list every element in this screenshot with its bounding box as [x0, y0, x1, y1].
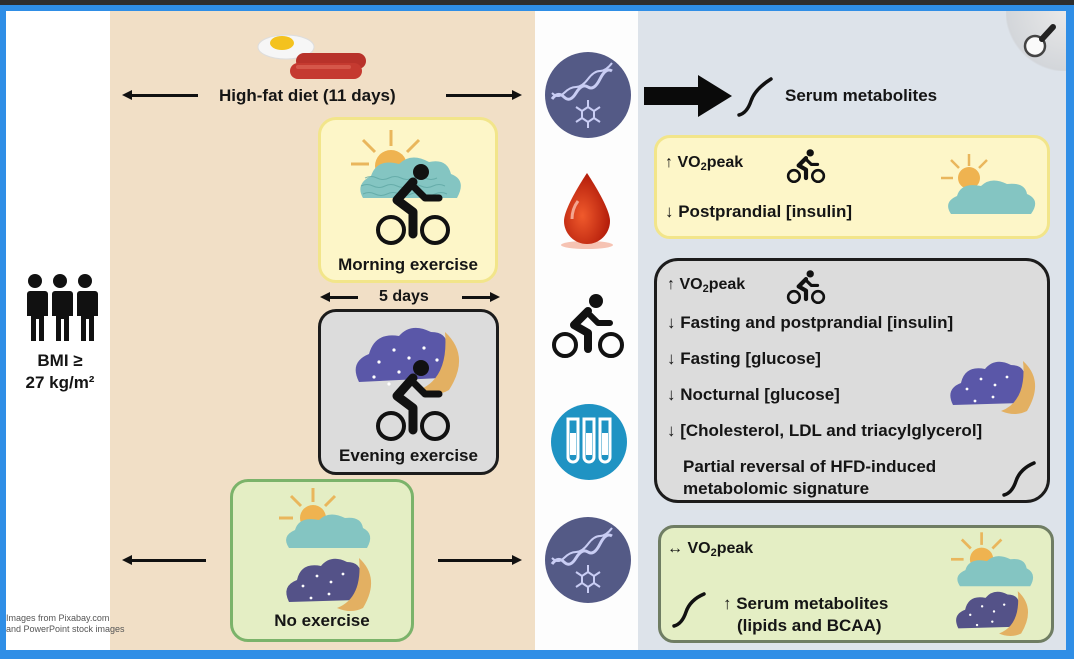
evening-result-line-4: ↓ [Cholesterol, LDL and triacylglycerol]: [667, 421, 983, 440]
evening-results-box: ↑ VO2peak ↓ Fasting and postprandial [in…: [654, 258, 1050, 503]
blood-drop-icon: [561, 173, 613, 249]
evening-result-line-3: ↓ Nocturnal [glucose]: [667, 385, 840, 404]
control-vo2peak: ↔ VO2peak: [667, 540, 753, 559]
no-exercise-label: No exercise: [274, 611, 370, 630]
cyclist-icon: [376, 164, 450, 245]
control-metabolites-line-2: (lipids and BCAA): [737, 616, 882, 635]
duration-arrow-right-head: [490, 292, 500, 302]
big-arrow-icon: [644, 75, 732, 117]
control-arrow-right-head: [512, 555, 522, 565]
up-arrow-symbol: ↑: [665, 154, 673, 171]
evening-exercise-box: Evening exercise: [318, 309, 499, 475]
credit-line-2: and PowerPoint stock images: [6, 624, 125, 634]
diet-label: High-fat diet (11 days): [219, 86, 396, 105]
evening-exercise-label: Evening exercise: [339, 446, 478, 465]
evening-signature-line-2: metabolomic signature: [683, 479, 870, 498]
evening-vo2peak: ↑ VO2peak: [667, 276, 745, 295]
morning-exercise-box: Morning exercise: [318, 117, 498, 283]
peak-text: peak: [706, 154, 744, 171]
vo2-text: VO: [679, 276, 703, 293]
diet-arrow-left-head: [122, 90, 132, 100]
cyclist-icon: [552, 294, 624, 358]
metabolomics-icon: [545, 517, 631, 603]
morning-vo2peak: ↑ VO2peak: [665, 154, 743, 173]
vo2-text: VO: [687, 540, 711, 557]
duration-label: 5 days: [379, 288, 429, 305]
moon-cloud-icon: [956, 591, 1029, 637]
control-arrow-left-head: [122, 555, 132, 565]
bmi-label-line1: BMI ≥: [37, 351, 83, 370]
duration-arrow-right: [462, 296, 492, 299]
duration-arrow-left-head: [320, 292, 330, 302]
diet-arrow-right: [446, 94, 514, 97]
zoom-button[interactable]: [1020, 21, 1060, 61]
people-group-icon: [20, 273, 100, 343]
diet-arrow-right-head: [512, 90, 522, 100]
peak-text: peak: [708, 276, 746, 293]
moon-cloud-icon: [286, 558, 372, 611]
cyclist-icon: [786, 270, 826, 305]
control-arrow-right: [438, 559, 514, 562]
morning-results-box: ↑ VO2peak ↓ Postprandial [insulin]: [654, 135, 1050, 239]
moon-cloud-icon: [950, 361, 1036, 414]
sun-cloud-icon: [351, 130, 461, 198]
evening-result-line-2: ↓ Fasting [glucose]: [667, 349, 821, 368]
credit-line-1: Images from Pixabay.com: [6, 613, 110, 623]
cyclist-icon: [376, 360, 450, 441]
serum-metabolites-label: Serum metabolites: [785, 86, 938, 105]
vo2-subscript: 2: [700, 161, 707, 173]
cyclist-icon: [786, 149, 826, 184]
metabolite-curve-icon: [1002, 461, 1036, 497]
fried-egg-sausage-icon: [256, 25, 376, 85]
control-metabolites-line-1: ↑ Serum metabolites: [723, 594, 889, 613]
no-change-arrow-symbol: ↔: [667, 540, 683, 557]
metabolite-curve-icon: [737, 77, 773, 117]
sun-cloud-icon: [951, 532, 1034, 587]
magnifier-icon: [1023, 24, 1056, 58]
metabolomics-icon: [545, 52, 631, 138]
metabolite-curve-icon: [672, 592, 706, 628]
image-credit: Images from Pixabay.com and PowerPoint s…: [6, 613, 125, 635]
vo2-subscript: 2: [702, 283, 709, 295]
test-tubes-icon: [551, 404, 627, 480]
morning-result-line: ↓ Postprandial [insulin]: [665, 202, 853, 221]
no-exercise-box: No exercise: [230, 479, 414, 642]
vo2-subscript: 2: [710, 547, 717, 559]
diet-arrow-left: [130, 94, 198, 97]
up-arrow-symbol: ↑: [667, 276, 675, 293]
graphical-abstract: BMI ≥ 27 kg/m² High-fat diet (11 days): [6, 11, 1066, 650]
peak-text: peak: [716, 540, 754, 557]
evening-signature-line-1: Partial reversal of HFD-induced: [683, 457, 937, 476]
evening-result-line-1: ↓ Fasting and postprandial [insulin]: [667, 313, 954, 332]
sun-cloud-icon: [279, 488, 371, 548]
morning-exercise-label: Morning exercise: [338, 255, 478, 274]
control-arrow-left: [130, 559, 206, 562]
control-results-box: ↔ VO2peak ↑ Serum metabolites (lipids an…: [658, 525, 1054, 643]
bmi-label-line2: 27 kg/m²: [25, 373, 95, 392]
vo2-text: VO: [677, 154, 701, 171]
duration-arrow-left: [328, 296, 358, 299]
sun-cloud-icon: [941, 154, 1036, 214]
